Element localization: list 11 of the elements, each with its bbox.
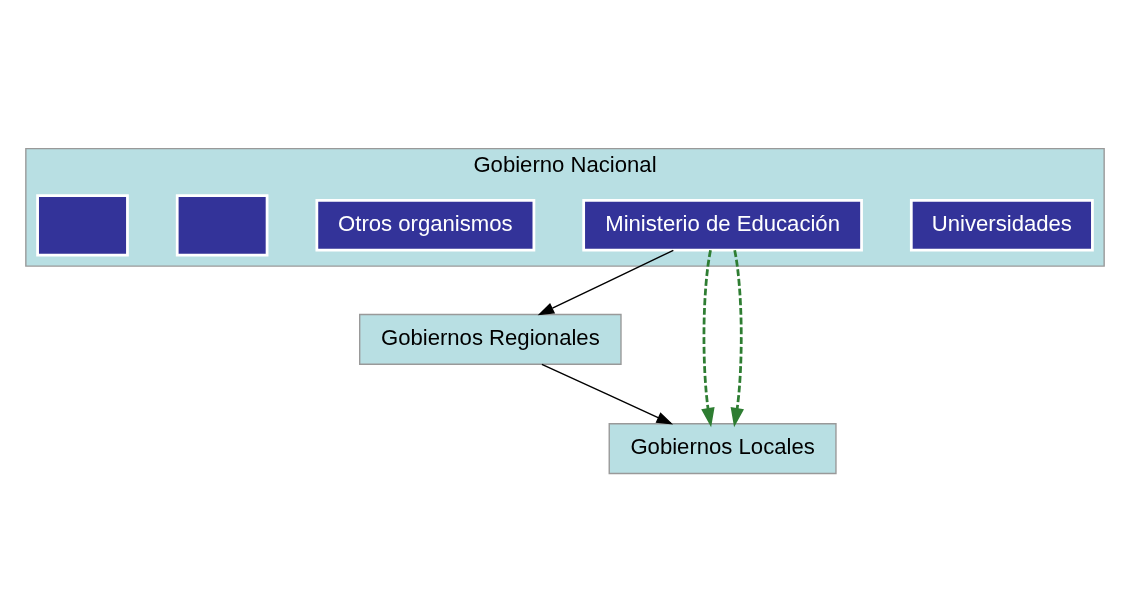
node-box: Otros organismos <box>315 198 536 252</box>
node-box: Universidades <box>909 198 1094 252</box>
node-box: Gobiernos Locales <box>608 422 837 474</box>
node-box <box>36 193 129 256</box>
arrow <box>701 249 715 427</box>
arrow <box>541 363 674 425</box>
node-box: Gobiernos Regionales <box>359 313 622 365</box>
node-box: Ministerio de Educación <box>582 198 863 252</box>
arrow <box>537 249 675 315</box>
arrow <box>730 249 744 427</box>
node-box <box>175 193 269 256</box>
